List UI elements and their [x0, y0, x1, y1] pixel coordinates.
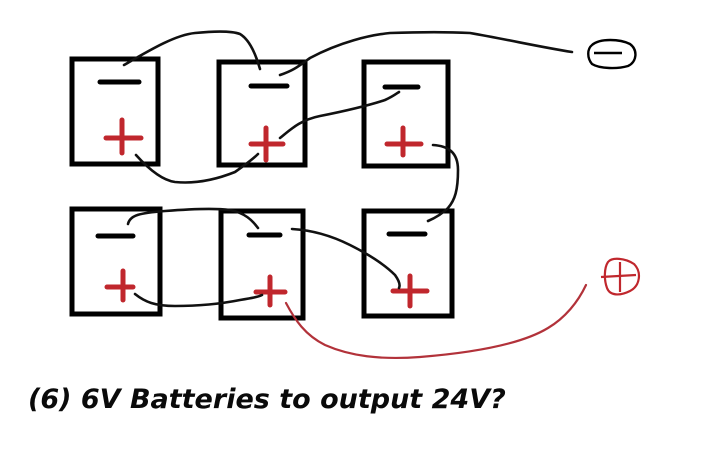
wire-b4neg-b5neg: [126, 207, 260, 230]
battery-b5: [218, 208, 306, 321]
positive-terminal: [248, 125, 286, 163]
positive-terminal: [253, 274, 288, 308]
positive-terminal: [104, 268, 136, 303]
positive-terminal: [103, 117, 144, 156]
wire-b1pos-b2pos: [134, 152, 260, 184]
wire-b2neg-output-negative: [278, 30, 574, 77]
output-positive-terminal: [600, 257, 640, 296]
wire-b2pos-b3neg: [278, 90, 401, 140]
battery-b6: [361, 208, 455, 319]
battery-b3: [361, 59, 451, 169]
wire-b1neg-b2neg: [122, 30, 262, 71]
positive-terminal: [390, 273, 430, 309]
wire-b4pos-b5pos: [133, 292, 264, 308]
output-negative-terminal: [587, 38, 637, 70]
battery-b2: [216, 59, 308, 168]
positive-terminal: [384, 125, 424, 158]
diagram-caption: (6) 6V Batteries to output 24V?: [28, 384, 506, 415]
battery-b1: [69, 56, 161, 167]
wire-b5pos-output-positive: [284, 283, 588, 360]
wire-b3pos-b6neg: [426, 143, 460, 223]
wire-b5neg-b6pos: [290, 227, 401, 290]
battery-b4: [69, 206, 163, 317]
